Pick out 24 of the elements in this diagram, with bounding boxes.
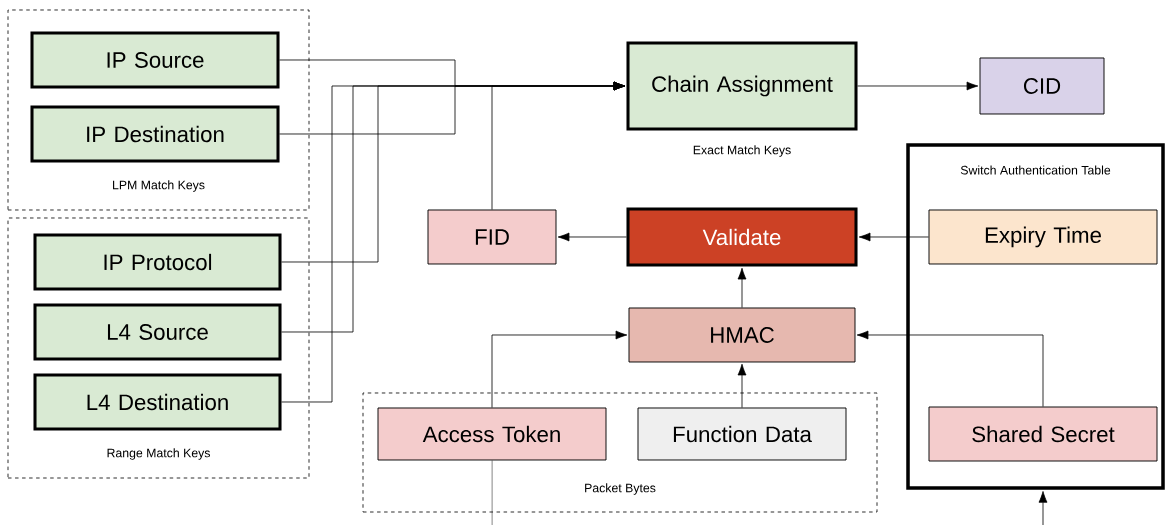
arrow (856, 330, 1044, 407)
arrow (857, 81, 979, 91)
box-caption: Exact Match Keys (693, 145, 791, 157)
process-box: Expiry Time (928, 209, 1158, 265)
process-box: Shared Secret (928, 406, 1158, 462)
process-box: L4 Destination (33, 373, 282, 431)
arrow (737, 363, 747, 408)
arrow (491, 330, 628, 408)
process-box: IP Protocol (33, 233, 282, 291)
arrow (1038, 491, 1048, 525)
process-box: CID (979, 57, 1105, 115)
arrow (858, 232, 929, 242)
process-box: Access Token (377, 407, 607, 461)
process-box: FID (427, 209, 557, 265)
process-box: IP Source (30, 31, 280, 89)
process-box: L4 Source (33, 303, 282, 361)
process-box: Chain Assignment (626, 41, 858, 131)
process-box: Validate (626, 207, 858, 267)
arrow (491, 81, 626, 210)
process-box: HMAC (628, 307, 856, 363)
arrow (557, 232, 627, 242)
process-box: Function Data (637, 407, 847, 461)
arrow (737, 267, 747, 308)
process-box: IP Destination (30, 105, 280, 163)
